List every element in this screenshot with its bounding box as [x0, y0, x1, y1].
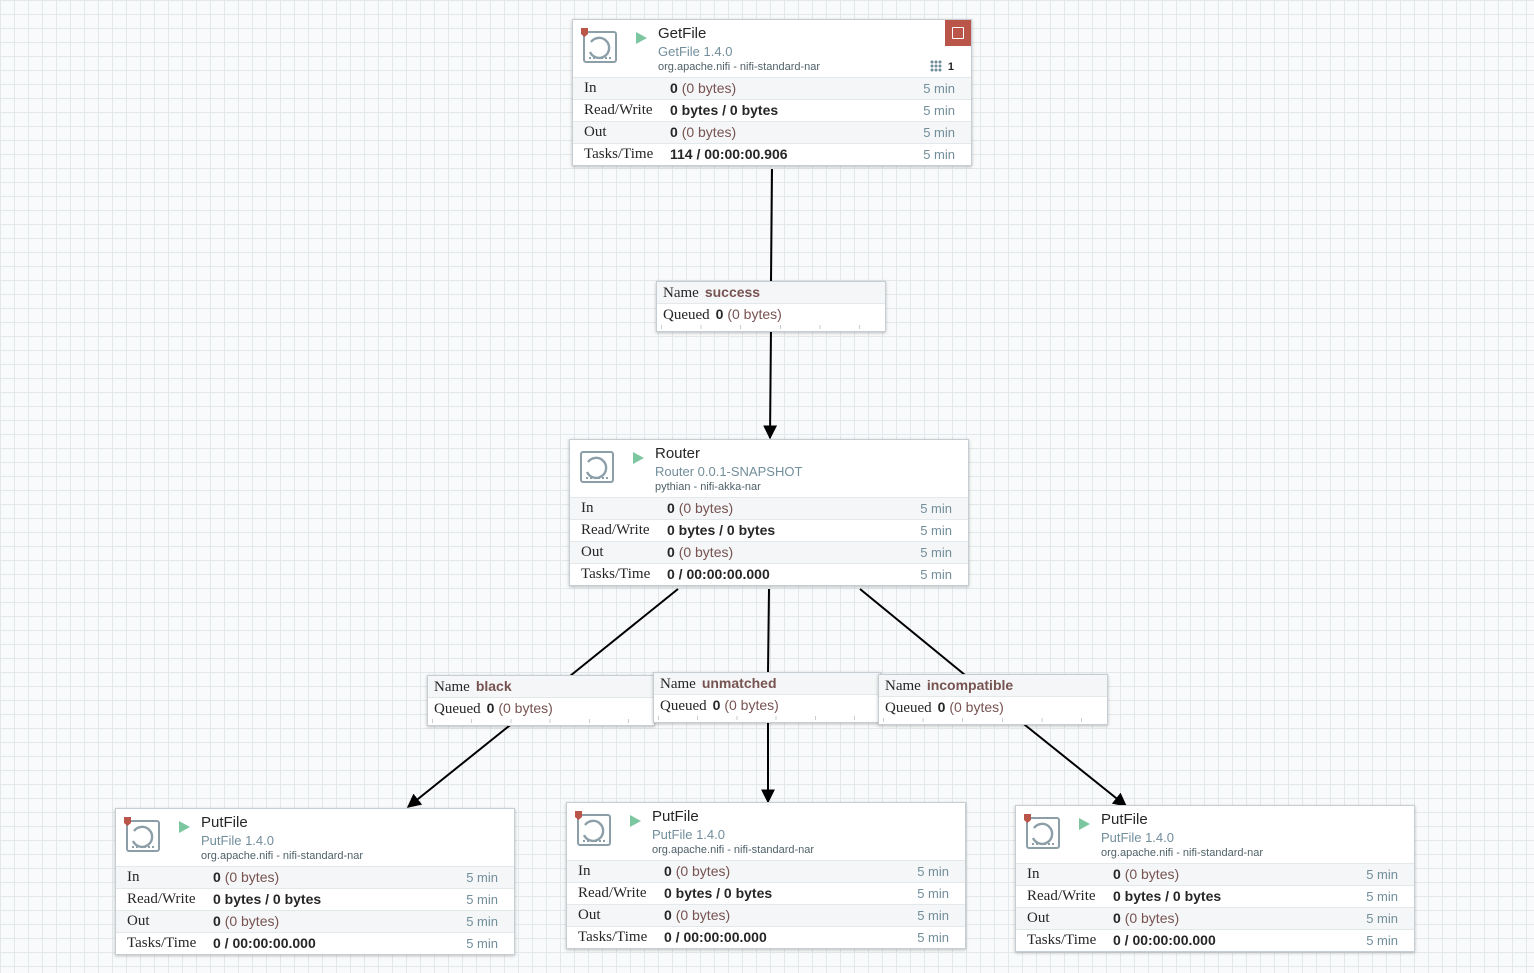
stat-row-out: Out 0 (0 bytes) 5 min [116, 910, 514, 932]
restricted-icon [124, 817, 131, 826]
connection-path-success-upper [770, 168, 773, 283]
processor-bundle: org.apache.nifi - nifi-standard-nar [658, 61, 821, 73]
stat-row-out: Out 0 (0 bytes) 5 min [570, 541, 968, 563]
processor-type: Router 0.0.1-SNAPSHOT [655, 464, 803, 479]
stat-row-in: In 0 (0 bytes) 5 min [573, 77, 971, 99]
stat-row-out: Out 0 (0 bytes) 5 min [573, 121, 971, 143]
queue-progress-bar [661, 325, 881, 329]
processor-type: PutFile 1.4.0 [201, 833, 274, 848]
processor-type: GetFile 1.4.0 [658, 44, 733, 59]
restricted-icon [581, 28, 588, 37]
queue-progress-bar [432, 719, 650, 723]
stat-row-in: In 0 (0 bytes) 5 min [1016, 863, 1414, 885]
processor-putfile-right[interactable]: PutFile PutFile 1.4.0 org.apache.nifi - … [1015, 805, 1415, 952]
stat-row-readwrite: Read/Write 0 bytes / 0 bytes 5 min [116, 888, 514, 910]
processor-stats: In 0 (0 bytes) 5 min Read/Write 0 bytes … [567, 860, 965, 948]
run-status-icon[interactable] [633, 452, 644, 464]
processor-name: PutFile [652, 808, 699, 825]
processor-header: PutFile PutFile 1.4.0 org.apache.nifi - … [567, 803, 965, 860]
processor-header: PutFile PutFile 1.4.0 org.apache.nifi - … [116, 809, 514, 866]
processor-name: PutFile [1101, 811, 1148, 828]
run-status-icon[interactable] [630, 815, 641, 827]
stat-row-readwrite: Read/Write 0 bytes / 0 bytes 5 min [567, 882, 965, 904]
connection-path-success-lower [763, 326, 778, 440]
processor-getfile[interactable]: GetFile GetFile 1.4.0 org.apache.nifi - … [572, 19, 972, 166]
processor-putfile-middle[interactable]: PutFile PutFile 1.4.0 org.apache.nifi - … [566, 802, 966, 949]
stat-row-tasks: Tasks/Time 0 / 00:00:00.000 5 min [1016, 929, 1414, 951]
stat-row-readwrite: Read/Write 0 bytes / 0 bytes 5 min [573, 99, 971, 121]
connection-path-black-upper [569, 588, 679, 677]
stat-row-tasks: Tasks/Time 0 / 00:00:00.000 5 min [570, 563, 968, 585]
processor-header: PutFile PutFile 1.4.0 org.apache.nifi - … [1016, 806, 1414, 863]
bulletin-icon[interactable] [945, 20, 971, 46]
processor-name: Router [655, 445, 701, 462]
connection-path-black-lower [406, 721, 515, 808]
processor-name: GetFile [658, 25, 707, 42]
connection-path-incompatible-upper [859, 588, 966, 676]
processor-header: Router Router 0.0.1-SNAPSHOT pythian - n… [570, 440, 968, 497]
stat-row-in: In 0 (0 bytes) 5 min [570, 497, 968, 519]
stat-row-readwrite: Read/Write 0 bytes / 0 bytes 5 min [570, 519, 968, 541]
connection-path-unmatched-upper [767, 588, 770, 674]
processor-putfile-left[interactable]: PutFile PutFile 1.4.0 org.apache.nifi - … [115, 808, 515, 955]
run-status-icon[interactable] [636, 32, 647, 44]
queue-progress-bar [658, 716, 876, 720]
run-status-icon[interactable] [179, 821, 190, 833]
processor-bundle: pythian - nifi-akka-nar [655, 481, 761, 493]
processor-header: GetFile GetFile 1.4.0 org.apache.nifi - … [573, 20, 971, 77]
processor-name: PutFile [201, 814, 248, 831]
processor-stats: In 0 (0 bytes) 5 min Read/Write 0 bytes … [1016, 863, 1414, 951]
run-status-icon[interactable] [1079, 818, 1090, 830]
processor-type: PutFile 1.4.0 [652, 827, 725, 842]
processor-stats: In 0 (0 bytes) 5 min Read/Write 0 bytes … [570, 497, 968, 585]
stat-row-tasks: Tasks/Time 0 / 00:00:00.000 5 min [116, 932, 514, 954]
processor-icon [580, 451, 614, 483]
processor-bundle: org.apache.nifi - nifi-standard-nar [652, 844, 815, 856]
threads-icon [929, 60, 942, 72]
processor-type: PutFile 1.4.0 [1101, 830, 1174, 845]
processor-bundle: org.apache.nifi - nifi-standard-nar [201, 850, 364, 862]
stat-row-tasks: Tasks/Time 0 / 00:00:00.000 5 min [567, 926, 965, 948]
processor-icon [575, 811, 611, 846]
processor-router[interactable]: Router Router 0.0.1-SNAPSHOT pythian - n… [569, 439, 969, 586]
restricted-icon [575, 811, 582, 820]
connection-path-incompatible-lower [1019, 720, 1128, 807]
restricted-icon [1024, 814, 1031, 823]
stat-row-in: In 0 (0 bytes) 5 min [567, 860, 965, 882]
processor-icon [1024, 814, 1060, 849]
stat-row-readwrite: Read/Write 0 bytes / 0 bytes 5 min [1016, 885, 1414, 907]
queue-progress-bar [883, 718, 1103, 722]
stat-row-tasks: Tasks/Time 114 / 00:00:00.906 5 min [573, 143, 971, 165]
stat-row-in: In 0 (0 bytes) 5 min [116, 866, 514, 888]
stat-row-out: Out 0 (0 bytes) 5 min [1016, 907, 1414, 929]
stat-row-out: Out 0 (0 bytes) 5 min [567, 904, 965, 926]
processor-icon [581, 28, 617, 63]
processor-stats: In 0 (0 bytes) 5 min Read/Write 0 bytes … [573, 77, 971, 165]
processor-stats: In 0 (0 bytes) 5 min Read/Write 0 bytes … [116, 866, 514, 954]
processor-bundle: org.apache.nifi - nifi-standard-nar [1101, 847, 1264, 859]
active-threads: 1 [929, 60, 954, 73]
processor-icon [124, 817, 160, 852]
